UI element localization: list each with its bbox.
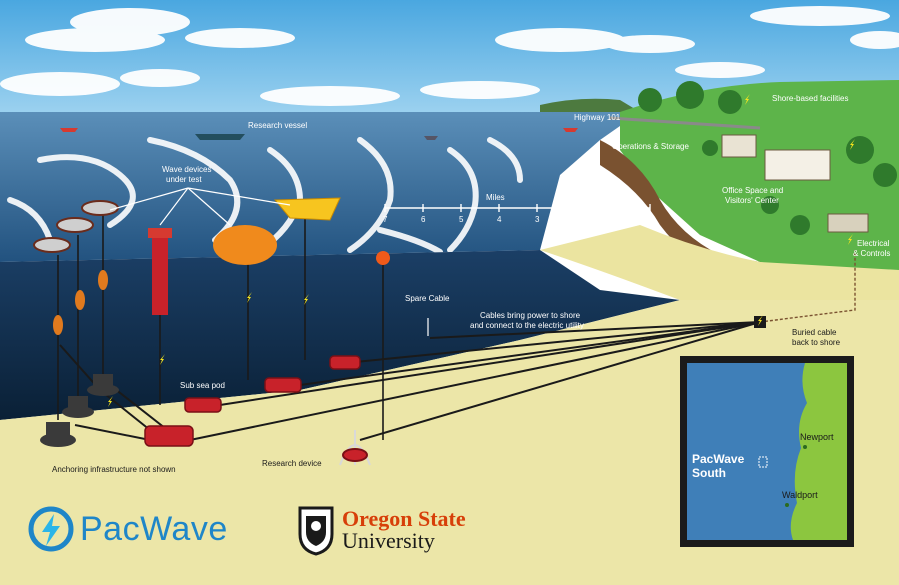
- mile-tick: 2: [573, 215, 578, 224]
- distant-hills: [540, 98, 640, 112]
- lightning-bolt-icon: [108, 94, 855, 407]
- osu-logo: Oregon State University: [296, 504, 466, 556]
- mile-tick: 6: [421, 215, 426, 224]
- leader-lines: [109, 187, 429, 336]
- junction-bolt-icon: [758, 315, 763, 326]
- small-boat-right: [424, 136, 438, 140]
- office-label-1: Office Space and: [722, 186, 783, 195]
- point-absorber-buoys: [33, 200, 119, 253]
- inset-location-map: PacWave South Newport Waldport: [680, 356, 854, 547]
- cables-label-1: Cables bring power to shore: [480, 311, 581, 320]
- mile-tick: 4: [497, 215, 502, 224]
- shore-facilities-label: Shore-based facilities: [772, 94, 848, 103]
- trees: [638, 81, 897, 235]
- buried-cable-label-1: Buried cable: [792, 328, 837, 337]
- research-vessel-ship: [195, 134, 245, 140]
- sub-sea-pods: [144, 355, 361, 447]
- yellow-device: [273, 197, 341, 221]
- pacwave-lightning-icon: [28, 506, 74, 552]
- floats: [53, 270, 108, 335]
- electrical-label-2: & Controls: [853, 249, 890, 258]
- surface-marker-buoy: [376, 251, 390, 265]
- inset-map-graphic: [687, 363, 847, 540]
- clouds: [0, 6, 899, 106]
- highway-101: [609, 116, 761, 130]
- research-device: [339, 430, 371, 466]
- subsea-cables: [59, 321, 761, 441]
- operations-label: Operations & Storage: [612, 142, 689, 151]
- pacwave-logo: PacWave: [28, 506, 228, 552]
- small-boat-far: [563, 128, 578, 132]
- sub-sea-pod-label: Sub sea pod: [180, 381, 225, 390]
- spare-cable-label: Spare Cable: [405, 294, 450, 303]
- beach: [540, 225, 899, 300]
- anchor-bases: [40, 374, 119, 447]
- anchoring-label: Anchoring infrastructure not shown: [52, 465, 176, 474]
- office-label-2: Visitors' Center: [725, 196, 779, 205]
- pacwave-wordmark: PacWave: [80, 509, 228, 548]
- deep-water: [0, 250, 680, 420]
- highway-label: Highway 101: [574, 113, 621, 122]
- inset-site-label: PacWave South: [692, 452, 744, 480]
- orange-device: [213, 225, 277, 265]
- spar-device: [152, 230, 168, 315]
- mile-tick: 1: [611, 215, 616, 224]
- osu-name-line1: Oregon State: [342, 506, 466, 531]
- research-device-label: Research device: [262, 459, 322, 468]
- mile-tick: 7: [383, 215, 388, 224]
- inset-site-line1: PacWave: [692, 452, 745, 466]
- electrical-label-1: Electrical: [857, 239, 890, 248]
- spar-top: [148, 228, 172, 238]
- ocean-surface: [0, 112, 640, 262]
- small-boat-left: [60, 128, 78, 132]
- town-newport: Newport: [800, 432, 834, 442]
- miles-scale: 7 6 5 4 3 2 1 Miles: [383, 193, 651, 224]
- mile-tick: 3: [535, 215, 540, 224]
- coastal-land: [620, 80, 899, 285]
- wave-devices-label-1: Wave devices: [162, 165, 212, 174]
- wave-devices-label-2: under test: [166, 175, 202, 184]
- mile-tick: 5: [459, 215, 464, 224]
- buried-cable: [759, 250, 856, 323]
- electrical-building: [827, 213, 869, 233]
- office-building: [764, 149, 831, 181]
- town-waldport: Waldport: [782, 490, 818, 500]
- buried-cable-label-2: back to shore: [792, 338, 841, 347]
- miles-label: Miles: [486, 193, 505, 202]
- cables-label-2: and connect to the electric utility: [470, 321, 584, 330]
- research-vessel-label: Research vessel: [248, 121, 307, 130]
- mooring-lines: [57, 215, 384, 440]
- operations-building: [721, 134, 757, 158]
- osu-name-line2: University: [342, 528, 435, 553]
- inset-site-line2: South: [692, 466, 726, 480]
- seafloor: [0, 296, 899, 585]
- osu-seal-icon: [298, 506, 334, 556]
